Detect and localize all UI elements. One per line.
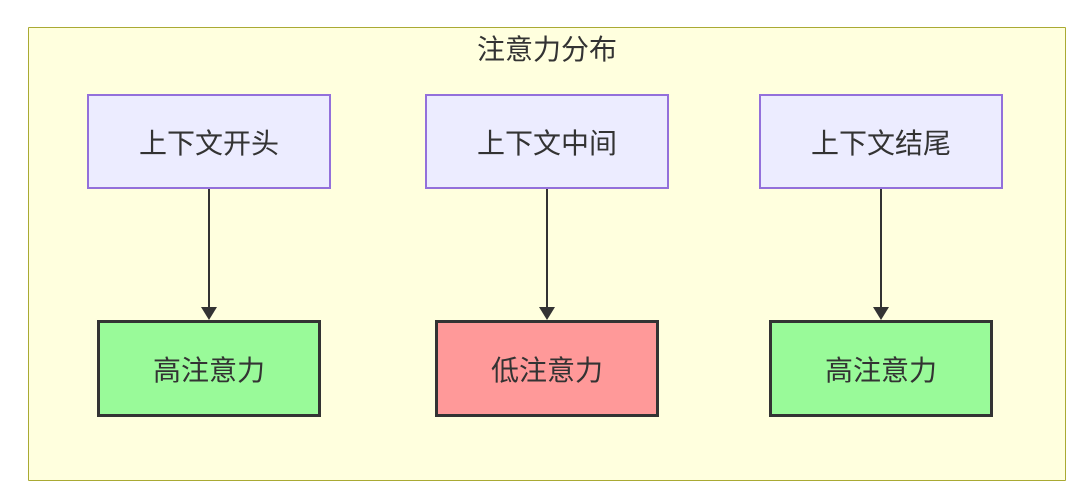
flow-column-context-start: 上下文开头 高注意力 bbox=[84, 28, 334, 480]
edge-context-start-to-high bbox=[201, 189, 217, 320]
arrowhead-down-icon bbox=[873, 307, 889, 320]
node-context-start: 上下文开头 bbox=[87, 94, 331, 189]
arrowhead-down-icon bbox=[201, 307, 217, 320]
edge-context-middle-to-low bbox=[539, 189, 555, 320]
cluster-attention-distribution: 注意力分布 上下文开头 高注意力 上下文中间 低注意力 上下文结尾 高注意力 bbox=[28, 27, 1066, 481]
flow-column-context-middle: 上下文中间 低注意力 bbox=[422, 28, 672, 480]
node-high-attention-start: 高注意力 bbox=[97, 320, 321, 417]
node-context-end: 上下文结尾 bbox=[759, 94, 1003, 189]
edge-line bbox=[546, 189, 548, 308]
arrowhead-down-icon bbox=[539, 307, 555, 320]
node-high-attention-end: 高注意力 bbox=[769, 320, 993, 417]
cluster-title: 注意力分布 bbox=[476, 34, 617, 65]
flow-column-context-end: 上下文结尾 高注意力 bbox=[756, 28, 1006, 480]
edge-line bbox=[880, 189, 882, 308]
edge-context-end-to-high bbox=[873, 189, 889, 320]
edge-line bbox=[208, 189, 210, 308]
node-context-middle: 上下文中间 bbox=[425, 94, 669, 189]
node-low-attention-middle: 低注意力 bbox=[435, 320, 659, 417]
